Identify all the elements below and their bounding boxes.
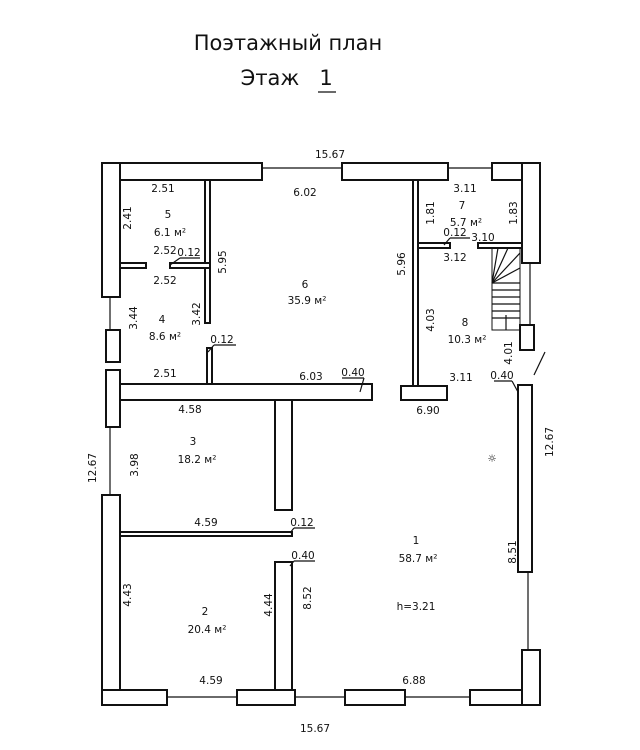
dimension-label: 3.98 — [129, 453, 141, 476]
dimension-label: 4.58 — [178, 404, 201, 416]
wall — [412, 179, 419, 387]
staircase — [491, 247, 521, 331]
door-swing — [533, 351, 546, 376]
wall — [400, 385, 448, 401]
walls — [101, 162, 546, 706]
dimension-label: 4.44 — [263, 593, 275, 617]
dimension-label: 1.81 — [425, 201, 437, 224]
wall-thickness-label: 0.12 — [290, 517, 313, 529]
wall-thickness-label: 0.12 — [210, 334, 233, 346]
dimension-label: 3.42 — [191, 302, 203, 325]
dimension-label: 6.03 — [299, 371, 322, 383]
wall — [521, 162, 541, 264]
room-area: 58.7 м² — [399, 553, 438, 565]
wall — [236, 689, 296, 706]
wall — [519, 324, 535, 351]
wall — [204, 179, 211, 324]
room-number: 2 — [202, 606, 209, 618]
overall-height-right: 12.67 — [544, 427, 556, 457]
wall — [119, 383, 373, 401]
wall-thickness-label: 0.40 — [341, 367, 364, 379]
dimension-label: 6.88 — [402, 675, 425, 687]
room-number: 8 — [462, 317, 469, 329]
room-number: 1 — [413, 535, 420, 547]
wall-thickness-label: 0.40 — [291, 550, 314, 562]
floor-label: Этаж — [241, 66, 300, 90]
wall — [341, 162, 449, 181]
dimension-label: 2.51 — [153, 368, 176, 380]
dimension-label: 3.10 — [471, 232, 494, 244]
wall-thickness-label: 0.40 — [490, 370, 513, 382]
floor-number: 1 — [319, 66, 332, 90]
wall — [169, 262, 211, 269]
room-area: 6.1 м² — [154, 227, 186, 239]
dimension-label: 2.52 — [153, 245, 176, 257]
room-area: 10.3 м² — [448, 334, 487, 346]
dimension-label: 2.51 — [151, 183, 174, 195]
wall — [101, 162, 263, 181]
dimension-label: 4.03 — [425, 308, 437, 331]
fixture-icon: ☼ — [487, 453, 496, 465]
dimension-label: 3.11 — [449, 372, 472, 384]
dimension-label: 2.41 — [122, 206, 134, 229]
dimension-label: 4.43 — [122, 583, 134, 606]
dimension-label: 3.12 — [443, 252, 466, 264]
ceiling-height: h=3.21 — [397, 601, 436, 613]
room-area: 20.4 м² — [188, 624, 227, 636]
wall — [101, 162, 121, 298]
overall-width-top: 15.67 — [315, 149, 345, 161]
room-number: 5 — [165, 209, 172, 221]
wall — [417, 242, 451, 249]
room-number: 7 — [459, 200, 466, 212]
wall — [274, 561, 293, 691]
dimension-label: 3.44 — [128, 306, 140, 330]
room-area: 35.9 м² — [288, 295, 327, 307]
overall-height-left: 12.67 — [87, 453, 99, 483]
wall — [119, 531, 293, 537]
wall — [119, 262, 147, 269]
room-number: 3 — [190, 436, 197, 448]
wall — [274, 399, 293, 511]
dimension-label: 5.96 — [396, 252, 408, 276]
dimension-label: 6.02 — [293, 187, 316, 199]
room-area: 18.2 м² — [178, 454, 217, 466]
wall — [344, 689, 406, 706]
wall — [101, 494, 121, 704]
room-area: 8.6 м² — [149, 331, 181, 343]
wall — [101, 689, 168, 706]
wall — [105, 329, 121, 363]
dimension-label: 2.52 — [153, 275, 176, 287]
dimension-label: 5.95 — [217, 250, 229, 273]
room-number: 6 — [302, 279, 309, 291]
room-number: 4 — [159, 314, 166, 326]
dimension-label: 4.59 — [199, 675, 222, 687]
dimension-label: 8.51 — [507, 540, 519, 563]
overall-width-bottom: 15.67 — [300, 723, 330, 735]
wall-thickness-label: 0.12 — [443, 227, 466, 239]
dimension-label: 3.11 — [453, 183, 476, 195]
wall — [517, 384, 533, 573]
wall-thickness-callouts: 0.12 0.12 0.40 0.12 0.40 0.12 0.40 — [169, 227, 519, 567]
wall-thickness-label: 0.12 — [177, 247, 200, 259]
plan-title: Поэтажный план — [194, 31, 383, 55]
wall — [105, 369, 121, 428]
dimension-label: 4.59 — [194, 517, 217, 529]
room-area: 5.7 м² — [450, 217, 482, 229]
dimension-label: 1.83 — [508, 201, 520, 224]
wall — [521, 649, 541, 706]
dimension-label: 6.90 — [416, 405, 439, 417]
wall — [206, 347, 213, 387]
dimension-label: 4.01 — [503, 341, 515, 364]
dimension-label: 8.52 — [302, 586, 314, 609]
